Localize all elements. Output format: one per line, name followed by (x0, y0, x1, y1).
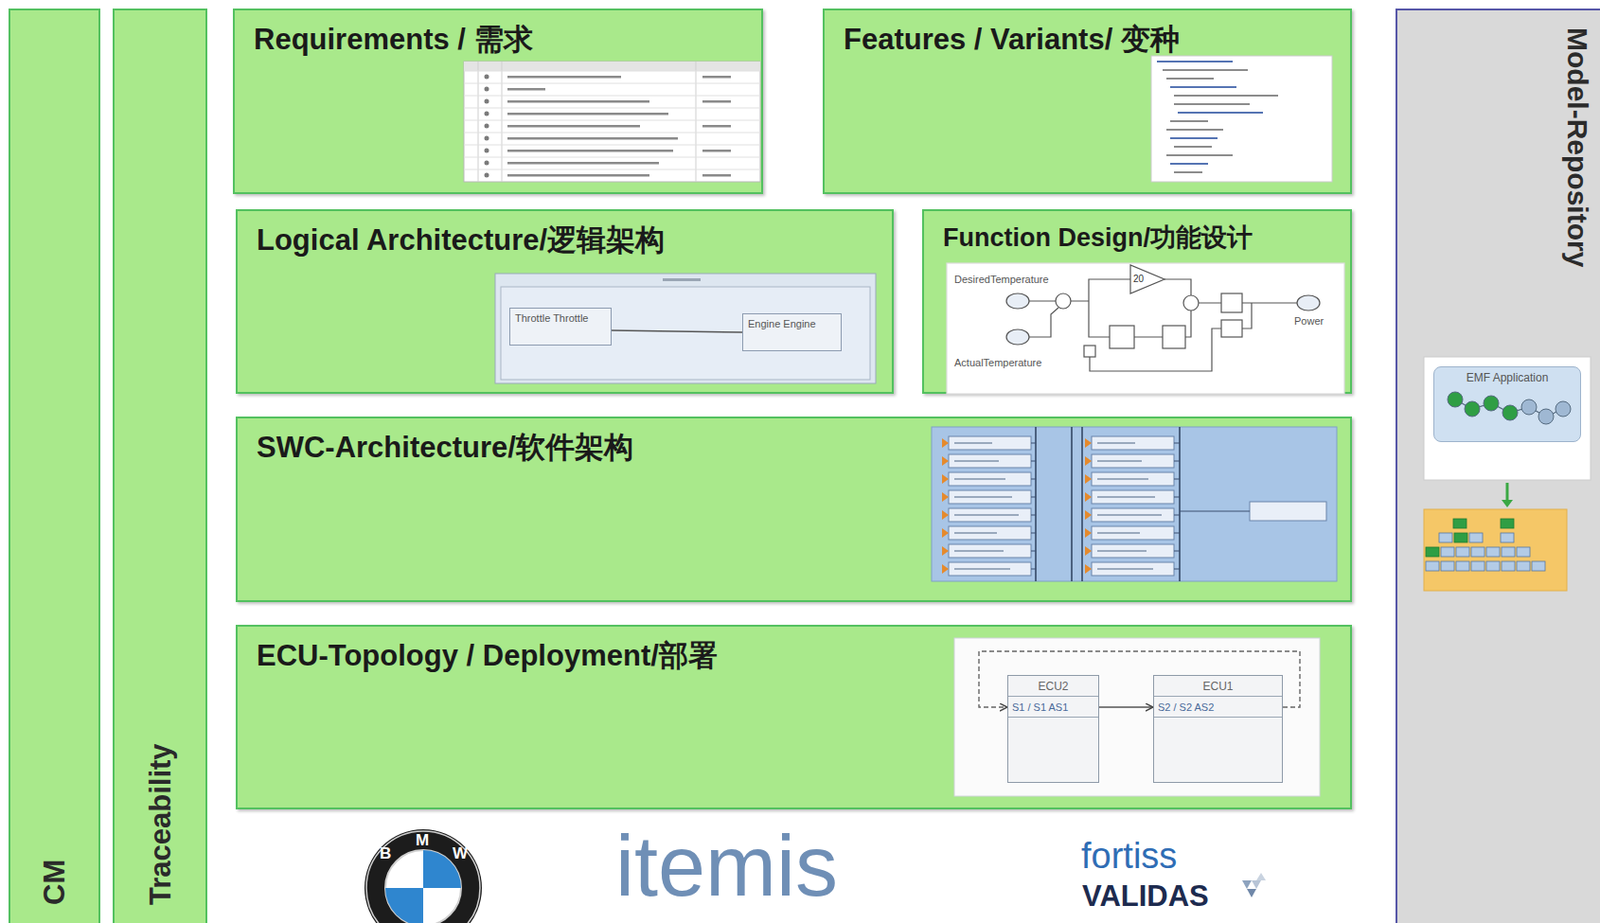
ecu-box: ECU2S1 / S1 AS1 (1007, 675, 1100, 783)
logo-letter: W (452, 845, 468, 864)
ecu-box: ECU1S2 / S2 AS2 (1153, 675, 1283, 783)
function-block-diagram (946, 263, 1345, 394)
emf-application-box: EMF Application (1433, 366, 1582, 443)
features-screenshot (1151, 55, 1333, 182)
component-label: Engine Engine (747, 318, 817, 331)
requirements-screenshot (463, 61, 761, 182)
company-logo: VALIDAS (1082, 880, 1209, 913)
ecu-row: S2 / S2 AS2 (1154, 696, 1282, 718)
layer-title: Features / Variants/ 变种 (843, 21, 1180, 57)
ecu-name: ECU1 (1154, 675, 1282, 697)
layer-title: SWC-Architecture/软件架构 (256, 429, 634, 465)
connector (1099, 706, 1154, 708)
company-logo: itemis (615, 819, 838, 914)
signal-name: DesiredTemperature (954, 273, 1049, 285)
component-label: Throttle Throttle (515, 312, 588, 325)
layer-title: Requirements / 需求 (253, 21, 534, 57)
ecu-row: S1 / S1 AS1 (1008, 696, 1099, 718)
logical-screenshot (495, 273, 876, 384)
layer-title: Function Design/功能设计 (942, 222, 1253, 253)
validas-mark (1242, 872, 1266, 898)
logo-letter: M (415, 832, 429, 851)
swc-screenshot (931, 426, 1337, 582)
bmw-logo (364, 829, 482, 923)
layer-box: ECU-Topology / Deployment/部署 ECU2S1 / S1 … (235, 624, 1352, 810)
connector-layer (237, 211, 892, 392)
signal-name: Power (1294, 315, 1324, 327)
vertical-title: Model-Repository (1560, 27, 1595, 267)
component-box: Engine Engine (742, 313, 842, 352)
layer-title: Logical Architecture/逻辑架构 (256, 222, 665, 258)
logo-letter: B (379, 845, 392, 864)
vertical-title: Traceability (142, 743, 178, 906)
signal-name: ActualTemperature (954, 356, 1042, 369)
layer-title: ECU-Topology / Deployment/部署 (256, 638, 718, 674)
repository-images (1423, 356, 1591, 591)
layer-box: Logical Architecture/逻辑架构 Throttle Thrott… (235, 209, 894, 394)
emf-title: EMF Application (1434, 371, 1581, 385)
side-band: Traceability (112, 8, 208, 923)
ecu-screenshot (954, 638, 1320, 797)
vertical-title: CM (36, 859, 72, 906)
side-band: CM (8, 8, 101, 923)
gain-value: 20 (1133, 273, 1144, 285)
ecu-name: ECU2 (1008, 675, 1099, 697)
company-logo: fortiss (1081, 836, 1177, 877)
component-box: Throttle Throttle (509, 307, 612, 346)
